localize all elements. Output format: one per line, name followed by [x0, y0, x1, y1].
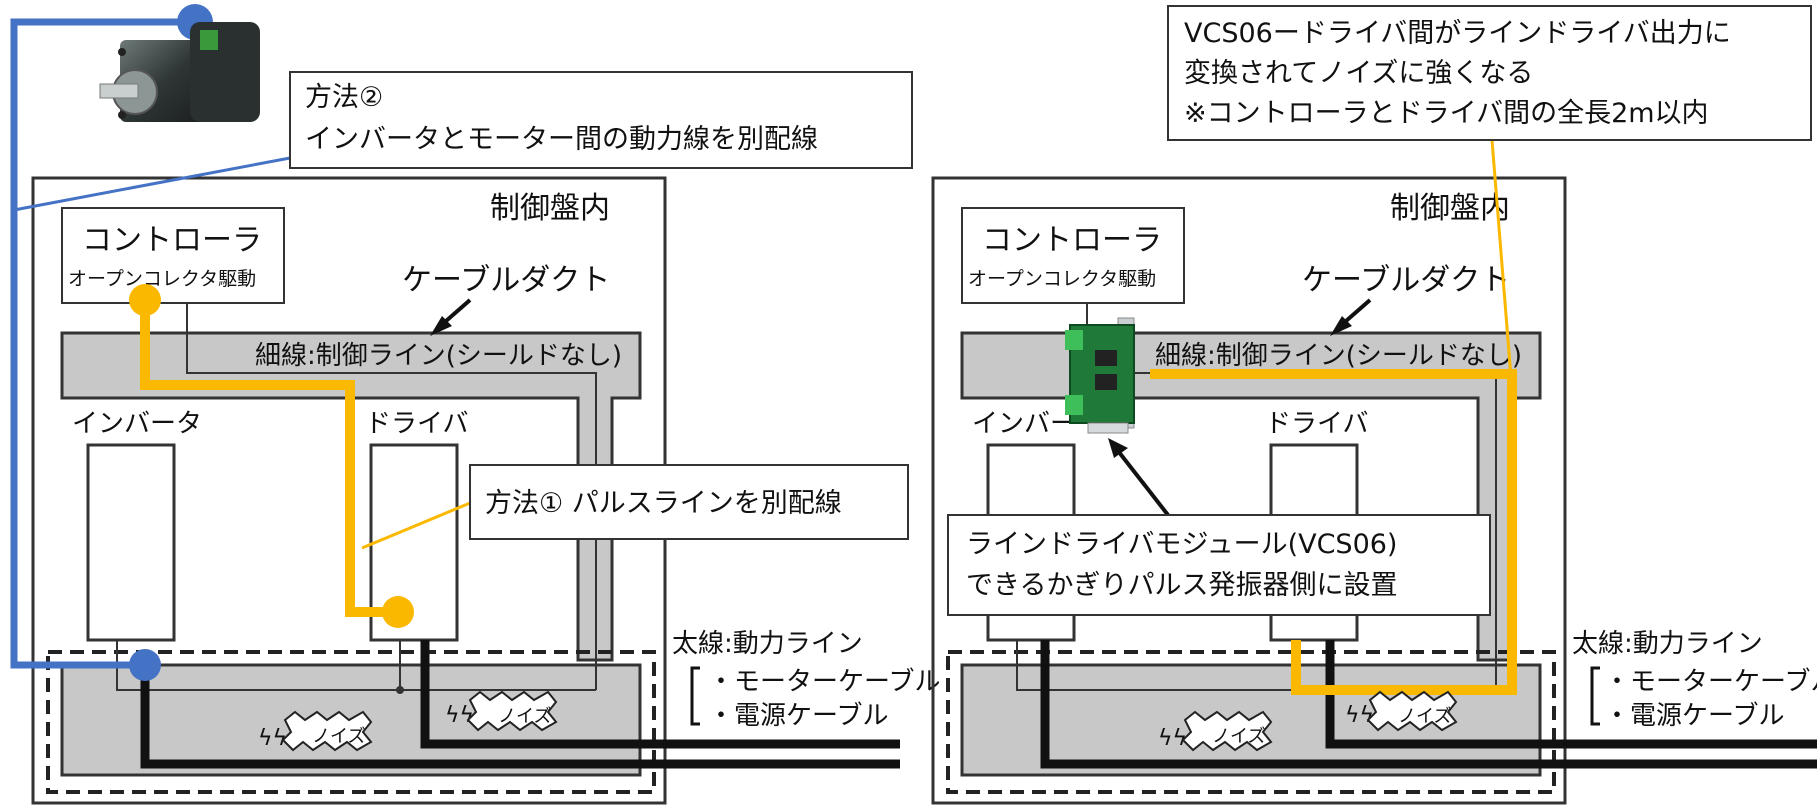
legend-bracket: [1590, 666, 1600, 726]
legend-bracket: [690, 666, 700, 726]
inverter-label: インバータ: [72, 409, 202, 439]
duct-arrowhead: [430, 316, 452, 336]
callout-leader: [13, 156, 291, 212]
noise-badge: ϟϟ ノイズ: [258, 710, 373, 752]
power-line-title: 太線:動力ライン: [672, 629, 863, 659]
motor-image: [99, 22, 260, 122]
pulse-line: [140, 300, 398, 617]
noise-label: ノイズ: [312, 726, 365, 747]
driver-label: ドライバ: [365, 409, 468, 439]
callout-top-box: [1167, 5, 1812, 141]
panel-title: 制御盤内: [1390, 191, 1510, 226]
left-diagram: 制御盤内 コントローラ オープンコレクタ駆動 ケーブルダクト 細線:制御ライン(…: [10, 4, 940, 805]
signal-line-label: 細線:制御ライン(シールドなし): [255, 341, 622, 371]
power-cable-1: [1040, 640, 1817, 769]
cable-duct-label: ケーブルダクト: [1302, 263, 1510, 298]
inverter-label: インバー: [972, 409, 1076, 439]
power-line-item: ・モーターケーブル: [1604, 667, 1817, 697]
power-line-item: ・電源ケーブル: [1604, 701, 1784, 731]
noise-label: ノイズ: [1212, 726, 1265, 747]
callout-method1-text: 方法① パルスラインを別配線: [485, 488, 842, 519]
controller-subtitle: オープンコレクタ駆動: [968, 268, 1156, 290]
noise-badge: ϟϟ ノイズ: [445, 690, 558, 732]
right-diagram: 制御盤内 コントローラ オープンコレクタ駆動 ケーブルダクト 細線:制御ライン(…: [931, 5, 1817, 805]
callout-arrow: [1113, 445, 1170, 517]
callout-method2-box: [289, 71, 913, 169]
callout-top-line2: 変換されてノイズに強くなる: [1184, 58, 1533, 89]
callout-top-line1: VCS06ードライバ間がラインドライバ出力に: [1184, 18, 1731, 49]
callout-arrowhead: [1108, 438, 1128, 458]
svg-text:ϟϟ: ϟϟ: [1345, 703, 1374, 728]
controller-box: [961, 207, 1185, 304]
panel-title: 制御盤内: [490, 191, 610, 226]
power-cable-2: [1325, 640, 1817, 749]
power-duct-shield: [946, 650, 1556, 794]
callout-leader: [361, 501, 471, 550]
callout-module-line1: ラインドライバモジュール(VCS06): [966, 529, 1397, 560]
signal-line-label: 細線:制御ライン(シールドなし): [1155, 341, 1522, 371]
pulse-end-dot: [382, 596, 414, 628]
pulse-line: [1150, 369, 1517, 695]
inverter-box: [86, 443, 176, 642]
callout-module-box: [947, 514, 1491, 616]
callout-module-line2: できるかぎりパルス発振器側に設置: [966, 570, 1397, 601]
callout-method1-box: [469, 464, 909, 540]
svg-text:ϟϟ: ϟϟ: [258, 726, 287, 751]
power-line-item: ・電源ケーブル: [708, 701, 888, 731]
svg-text:ϟϟ: ϟϟ: [1158, 726, 1187, 751]
power-line-title: 太線:動力ライン: [1572, 629, 1763, 659]
noise-badge: ϟϟ ノイズ: [1158, 710, 1273, 752]
cable-duct-label: ケーブルダクト: [402, 263, 610, 298]
controller-subtitle: オープンコレクタ駆動: [68, 268, 256, 290]
motor-power-wire: [10, 18, 195, 669]
noise-label: ノイズ: [1398, 706, 1451, 727]
controller-title: コントローラ: [82, 223, 262, 258]
callout-method2-line2: インバータとモーター間の動力線を別配線: [305, 124, 818, 155]
svg-text:ϟϟ: ϟϟ: [445, 703, 474, 728]
power-duct-shield: [46, 650, 656, 794]
power-line-item: ・モーターケーブル: [708, 667, 940, 697]
power-cable-1: [140, 650, 900, 769]
callout-top-line3: ※コントローラとドライバ間の全長2m以内: [1184, 98, 1709, 129]
control-line-inverter: [116, 640, 596, 691]
duct-arrowhead: [1330, 316, 1352, 336]
pulse-start-dot: [129, 284, 161, 316]
callout-leader: [1490, 139, 1514, 391]
controller-box: [61, 207, 285, 304]
driver-label: ドライバ: [1265, 409, 1368, 439]
noise-label: ノイズ: [498, 706, 551, 727]
callout-method2-line1: 方法②: [305, 82, 383, 113]
control-panel-border: [931, 176, 1567, 805]
controller-title: コントローラ: [982, 223, 1162, 258]
vcs06-module-image: [1065, 317, 1135, 434]
inverter-terminal-dot: [129, 649, 161, 681]
noise-badge: ϟϟ ノイズ: [1345, 690, 1458, 732]
junction-dot: [396, 686, 404, 694]
cable-duct: [60, 331, 642, 662]
power-cable-2: [420, 640, 900, 749]
